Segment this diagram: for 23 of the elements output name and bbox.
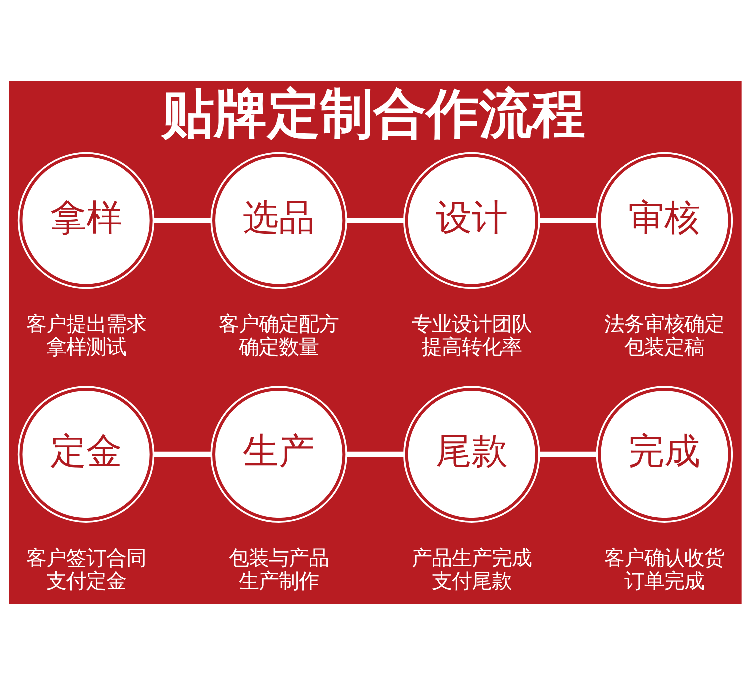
connector — [346, 451, 404, 457]
node-circle: 拿样 — [17, 152, 154, 289]
node-label: 包装与产品生产制作 — [228, 545, 329, 592]
node-label: 客户签订合同支付定金 — [26, 545, 146, 592]
node-label: 产品生产完成支付尾款 — [411, 545, 532, 592]
node-label: 专业设计团队提高转化率 — [411, 312, 532, 359]
connector — [154, 451, 211, 457]
node-label: 客户提出需求拿样测试 — [26, 312, 146, 359]
node-circle: 完成 — [596, 386, 733, 522]
node-circle: 设计 — [403, 152, 540, 289]
node-circle: 尾款 — [403, 386, 540, 522]
node-circle: 审核 — [596, 152, 733, 289]
node-circle: 选品 — [210, 152, 347, 289]
node-label: 法务审核确定包装定稿 — [604, 312, 724, 359]
node-circle: 定金 — [17, 386, 154, 522]
node-label: 客户确定配方确定数量 — [218, 312, 339, 359]
connector — [539, 451, 596, 457]
node-circle: 生产 — [210, 386, 347, 522]
node-label: 客户确认收货订单完成 — [604, 545, 724, 592]
connector — [154, 218, 211, 223]
connector — [539, 218, 596, 223]
diagram-title: 贴牌定制合作流程 — [161, 82, 586, 144]
connector — [346, 218, 404, 223]
